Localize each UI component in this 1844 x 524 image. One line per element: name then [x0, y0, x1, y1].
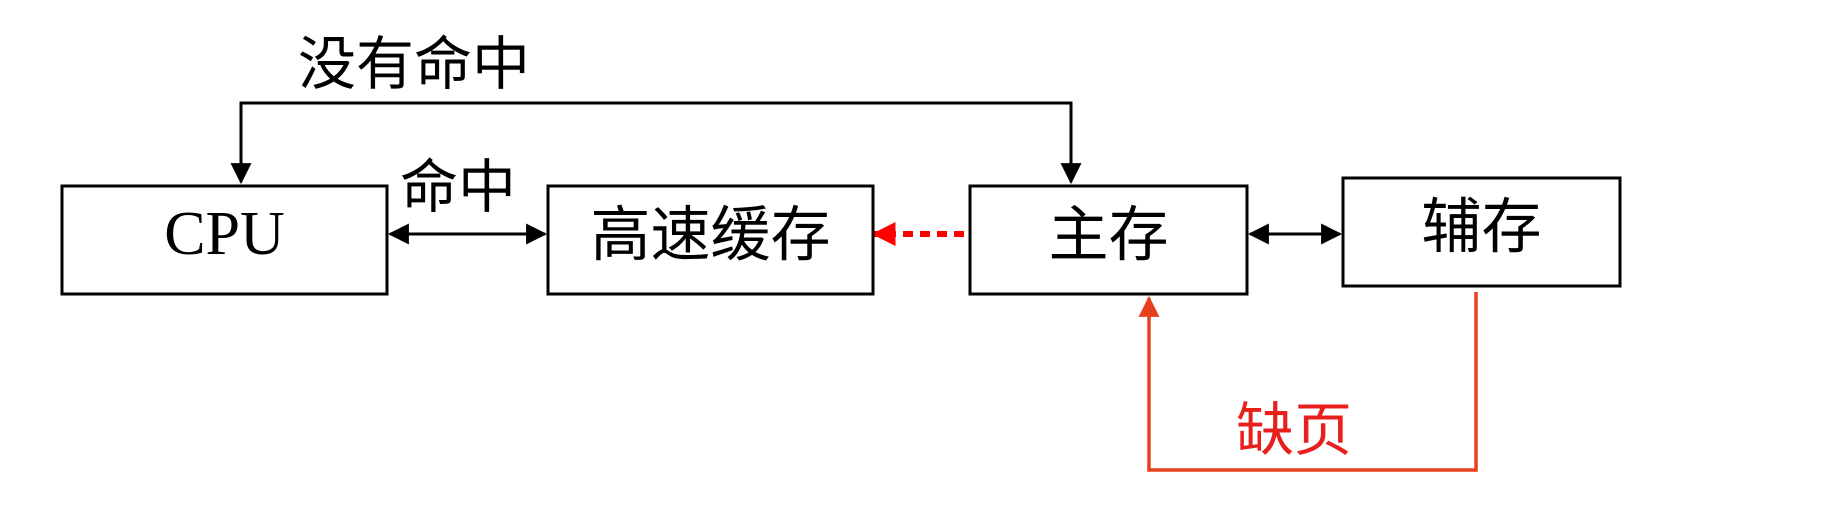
- secondary-storage-node: 辅存: [1341, 176, 1622, 288]
- page-fault-label: 缺页: [1236, 396, 1352, 464]
- cache-box: [546, 184, 875, 296]
- cpu-label: CPU: [164, 200, 285, 268]
- main-memory-box: [968, 184, 1249, 296]
- secondary-storage-box: [1341, 176, 1622, 288]
- main-memory-node: 主存: [968, 184, 1249, 296]
- main-memory-label: 主存: [1049, 201, 1169, 271]
- cache-label: 高速缓存: [591, 201, 831, 271]
- cache-node: 高速缓存: [546, 184, 875, 296]
- miss-label: 没有命中: [298, 30, 530, 98]
- page-fault-connector: [1138, 292, 1478, 472]
- cpu-box: [60, 184, 389, 296]
- cpu-node: CPU: [60, 184, 389, 296]
- secondary-storage-label: 辅存: [1422, 193, 1542, 263]
- hit-label: 命中: [400, 153, 516, 221]
- miss-connector: [230, 101, 1082, 185]
